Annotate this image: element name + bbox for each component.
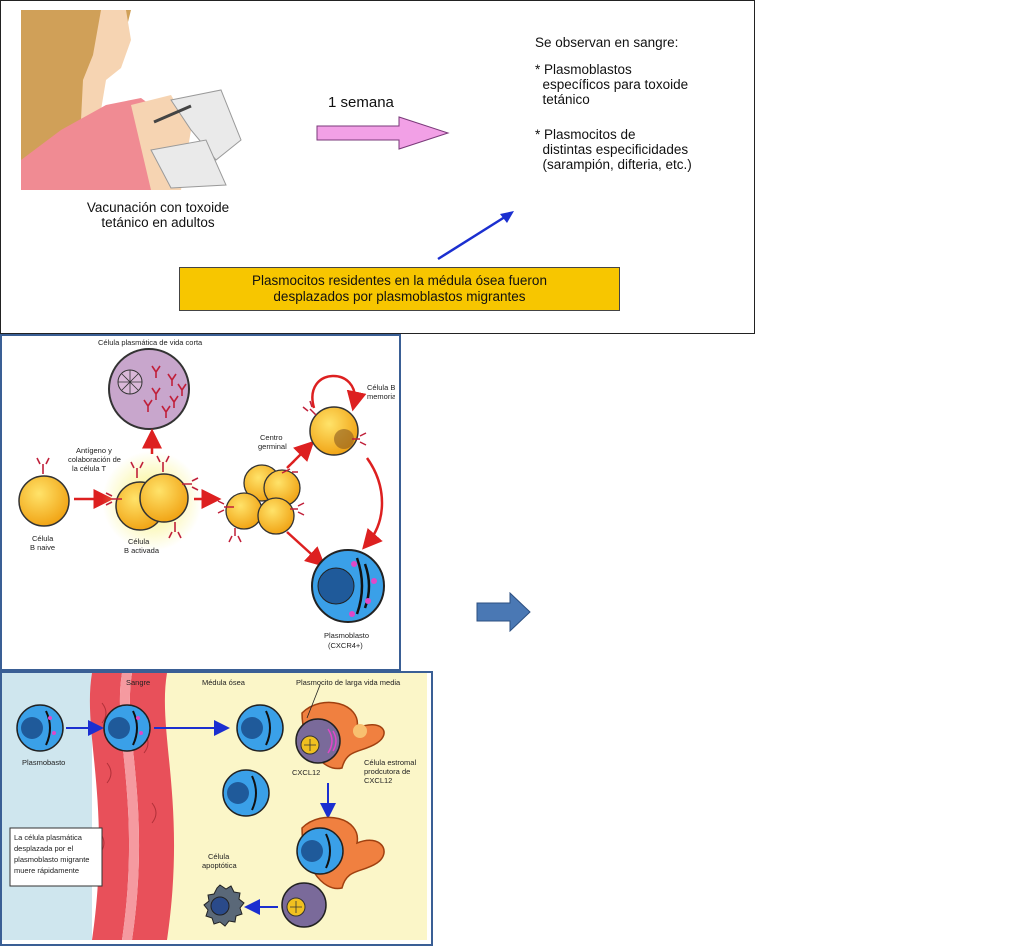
highlight-line2: desplazados por plasmoblastos migrantes — [273, 289, 526, 304]
naive-b-cell — [18, 457, 70, 527]
plasmoblast-label-line2: (CXCR4+) — [328, 641, 363, 650]
bone-marrow-diagram: Sangre Médula ósea Plasmocito de larga v… — [2, 673, 427, 940]
activated-b-cells — [102, 451, 202, 551]
blood-item2-line1: * Plasmocitos de — [535, 127, 636, 142]
memory-label-line1: Célula B — [367, 383, 395, 392]
top-panel: Vacunación con toxoide tetánico en adult… — [0, 0, 755, 334]
apoptotic-line1: Célula — [208, 852, 230, 861]
highlight-line1: Plasmocitos residentes en la médula ósea… — [252, 273, 547, 288]
blood-item1-line1: * Plasmoblastos — [535, 62, 632, 77]
short-lived-plasma-cell — [108, 348, 190, 430]
note-line3: plasmoblasto migrante — [14, 855, 89, 864]
plasmoblast-label-line1: Plasmoblasto — [324, 631, 369, 640]
naive-label-line2: B naive — [30, 543, 55, 552]
blood-findings: Se observan en sangre: * Plasmoblastos e… — [535, 35, 692, 172]
antigen-line1: Antígeno y — [76, 446, 112, 455]
circulating-plasmoblast — [16, 704, 64, 752]
marrow-plasmoblast-2 — [222, 769, 270, 817]
blood-item2-line3: (sarampión, difteria, etc.) — [535, 157, 692, 172]
cxcl12-label: CXCL12 — [292, 768, 320, 777]
blood-item1-line2: específicos para toxoide — [535, 77, 689, 92]
activated-label-line1: Célula — [128, 537, 150, 546]
week-label: 1 semana — [328, 94, 394, 111]
apoptotic-line2: apoptótica — [202, 861, 237, 870]
plasmoblast-cell — [311, 549, 385, 623]
stromal-cell-top — [295, 701, 385, 770]
pink-arrow — [316, 116, 450, 150]
naive-label-line1: Célula — [32, 534, 54, 543]
vaccination-caption: Vacunación con toxoide tetánico en adult… — [48, 200, 268, 230]
note-line4: muere rápidamente — [14, 866, 79, 875]
blood-item2-line2: distintas especificidades — [535, 142, 689, 157]
plasmobasto-label: Plasmobasto — [22, 758, 65, 767]
note-line2: desplazada por el — [14, 844, 74, 853]
right-panel: Sangre Médula ósea Plasmocito de larga v… — [0, 671, 433, 946]
blue-arrow-up — [437, 211, 514, 261]
highlight-box: Plasmocitos residentes en la médula ósea… — [179, 267, 620, 311]
blood-label: Sangre — [126, 678, 150, 687]
transmigrating-plasmoblast — [103, 704, 151, 752]
memory-b-cell — [302, 400, 367, 456]
stromal-line1: Célula estromal — [364, 758, 416, 767]
vaccination-caption-line2: tetánico en adultos — [101, 215, 215, 230]
vaccination-caption-line1: Vacunación con toxoide — [86, 200, 230, 215]
vaccination-illustration — [21, 10, 261, 190]
germinal-label-line1: Centro — [260, 433, 283, 442]
marrow-label: Médula ósea — [202, 678, 246, 687]
germinal-center-cells — [217, 461, 305, 543]
transition-arrow — [476, 592, 531, 632]
blood-title: Se observan en sangre: — [535, 35, 679, 50]
activated-label-line2: B activada — [124, 546, 160, 555]
marrow-plasmoblast — [236, 704, 284, 752]
stromal-line2: prodcutora de — [364, 767, 410, 776]
note-line1: La célula plasmática — [14, 833, 83, 842]
blood-item1-line3: tetánico — [535, 92, 590, 107]
left-panel: Célula plasmática de vida corta Célula B… — [0, 334, 401, 671]
antigen-line2: colaboración de — [68, 455, 121, 464]
germinal-label-line2: germinal — [258, 442, 287, 451]
stromal-line3: CXCL12 — [364, 776, 392, 785]
short-lived-label: Célula plasmática de vida corta — [98, 338, 203, 347]
antigen-line3: la célula T — [72, 464, 106, 473]
memory-label-line2: memoria — [367, 392, 395, 401]
b-cell-differentiation-diagram: Célula plasmática de vida corta Célula B… — [18, 338, 397, 650]
long-lived-label: Plasmocito de larga vida media — [296, 678, 401, 687]
